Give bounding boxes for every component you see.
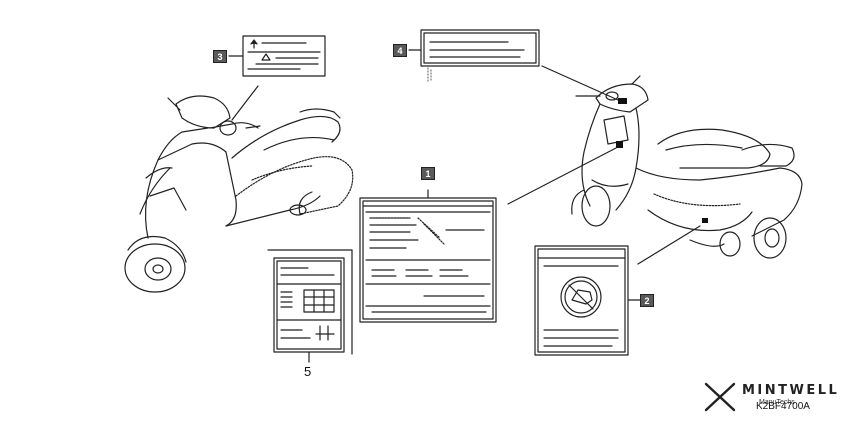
part-code: K2BF4700A [756,401,810,412]
left-scooter-illustration [124,95,354,293]
brand-logo-icon [704,382,736,412]
right-scooter-illustration [571,75,803,259]
label-5-diagram [267,249,353,363]
label-1-callout-tag: 1 [421,167,435,180]
label-2-callout-tag: 2 [640,294,654,307]
brand-subtitle: ManuTechs [759,399,795,406]
label-4-callout-tag: 4 [393,44,407,57]
brand-name: MINTWELL [742,383,840,398]
label-5-callout-number: 5 [304,364,312,379]
label-4-diagram [408,29,540,83]
brand-block: MINTWELL ManuTechs [702,380,837,416]
label-2-diagram [534,245,641,356]
label-3-diagram [228,35,326,77]
label-3-callout-tag: 3 [213,50,227,63]
label-1-diagram [359,189,497,323]
